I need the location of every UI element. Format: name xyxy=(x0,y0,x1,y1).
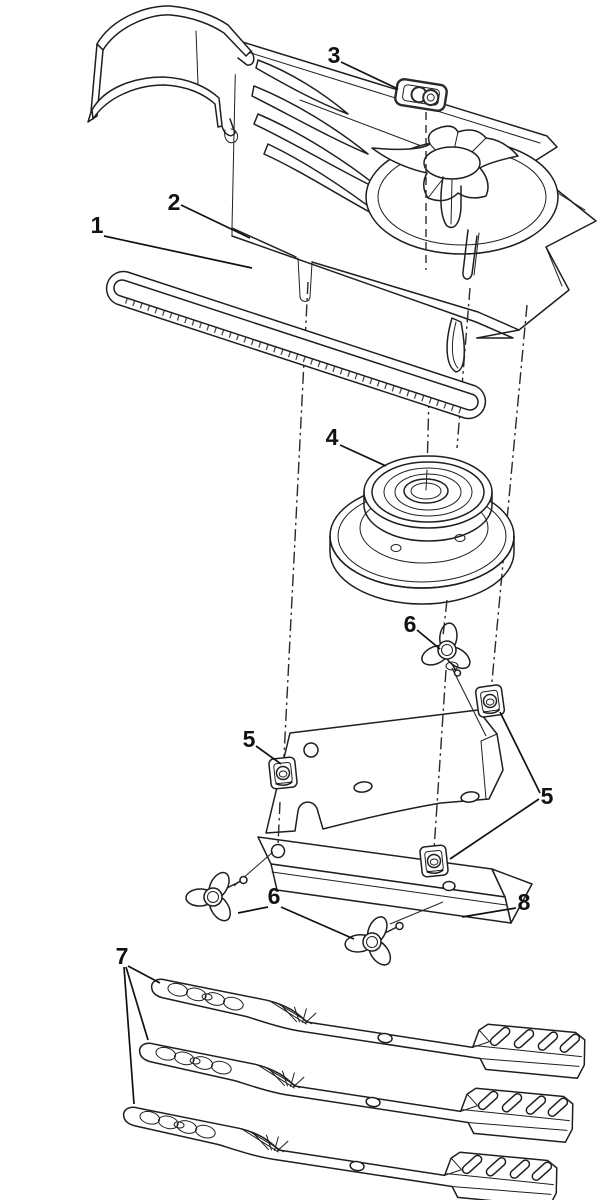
spindle-boss xyxy=(365,125,559,255)
drive-belt xyxy=(105,270,487,420)
square-nut-left xyxy=(267,755,299,791)
callout-6-lower: 6 xyxy=(268,883,281,909)
leader-8 xyxy=(461,907,517,918)
callout-4: 4 xyxy=(326,424,339,450)
callout-5-left: 5 xyxy=(243,726,256,752)
leader-7-b xyxy=(125,966,149,1041)
leader-2 xyxy=(180,204,251,239)
wing-knob-lower xyxy=(340,910,404,971)
callout-2: 2 xyxy=(168,189,181,215)
deck-vents xyxy=(251,59,393,225)
leader-7-c xyxy=(123,966,135,1105)
leader-1 xyxy=(103,235,253,269)
mower-deck-housing xyxy=(231,39,597,373)
belt-retainer-clip xyxy=(394,78,448,112)
wing-knob-upper xyxy=(412,616,477,682)
square-nut-lower xyxy=(418,843,450,879)
callout-5-right: 5 xyxy=(541,783,554,809)
wing-knob-left xyxy=(180,863,248,928)
leader-7-a xyxy=(127,965,161,984)
leader-5-right-a xyxy=(499,711,541,794)
callout-labels: 1 2 3 4 6 5 5 6 8 7 xyxy=(91,42,554,969)
callout-1: 1 xyxy=(91,212,104,238)
mounting-bracket xyxy=(257,709,533,924)
belt-cover xyxy=(87,5,255,144)
leader-6-lower-b xyxy=(280,906,355,940)
leader-3 xyxy=(340,61,399,90)
leader-4 xyxy=(339,444,387,467)
callout-3: 3 xyxy=(328,42,341,68)
callout-7: 7 xyxy=(116,943,129,969)
leader-6-upper xyxy=(416,629,441,650)
leader-lines xyxy=(103,61,541,1105)
leader-5-right-b xyxy=(449,798,540,860)
leader-5-left xyxy=(255,745,282,765)
pulley-assembly xyxy=(329,455,515,605)
leader-6-lower-a xyxy=(237,906,269,914)
callout-8: 8 xyxy=(518,889,531,915)
callout-6-upper: 6 xyxy=(404,611,417,637)
